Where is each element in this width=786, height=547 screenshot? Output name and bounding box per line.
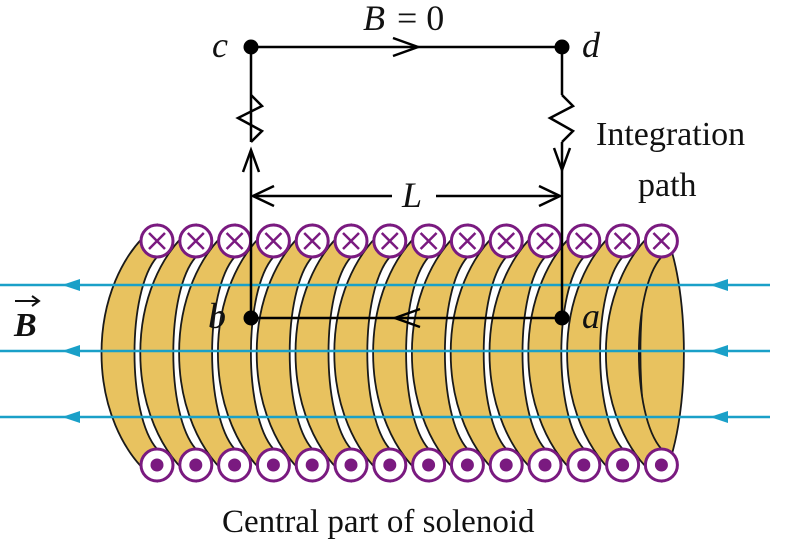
wire-out-of-page-icon — [139, 447, 175, 483]
corner-c-label: c — [212, 25, 228, 65]
arrow-ab-icon — [391, 307, 421, 329]
top-field-label: B = 0 — [363, 0, 444, 38]
integration-path — [235, 36, 576, 329]
magnetic-field-lines — [0, 279, 770, 423]
arrow-cd-icon — [392, 36, 422, 58]
field-line-bottom — [0, 411, 770, 423]
field-line-top — [0, 279, 770, 291]
wire-into-page-icon — [605, 223, 641, 259]
wire-out-of-page-icon — [372, 447, 408, 483]
wire-out-of-page-icon — [178, 447, 214, 483]
wire-out-of-page-icon — [643, 447, 679, 483]
wire-out-of-page-icon — [294, 447, 330, 483]
wire-into-page-icon — [527, 223, 563, 259]
length-dimension — [250, 184, 563, 208]
wire-into-page-icon — [294, 223, 330, 259]
wire-out-of-page-icon — [566, 447, 602, 483]
wire-out-of-page-icon — [411, 447, 447, 483]
wire-into-page-icon — [411, 223, 447, 259]
wire-into-page-icon — [566, 223, 602, 259]
corner-a-label: a — [582, 296, 600, 336]
wire-out-of-page-icon — [217, 447, 253, 483]
wire-into-page-icon — [217, 223, 253, 259]
wire-into-page-icon — [488, 223, 524, 259]
break-right-icon — [547, 94, 576, 143]
break-left-icon — [235, 94, 265, 143]
solenoid-coil — [100, 223, 685, 483]
field-line-middle — [0, 345, 770, 357]
corner-c-dot — [243, 39, 259, 55]
caption: Central part of solenoid — [222, 504, 535, 540]
b-vector-symbol: B — [13, 307, 37, 344]
wire-into-page-icon — [255, 223, 291, 259]
length-label: L — [401, 175, 422, 215]
wire-out-of-page-icon — [255, 447, 291, 483]
top-field-equals: = 0 — [397, 0, 444, 38]
wire-out-of-page-icon — [605, 447, 641, 483]
arrow-da-icon — [552, 147, 572, 174]
integration-label-line1: Integration — [596, 116, 745, 153]
corner-d-label: d — [582, 25, 601, 65]
corner-d-dot — [554, 39, 570, 55]
wire-into-page-icon — [643, 223, 679, 259]
wire-out-of-page-icon — [333, 447, 369, 483]
wire-into-page-icon — [178, 223, 214, 259]
wire-into-page-icon — [139, 223, 175, 259]
wire-out-of-page-icon — [449, 447, 485, 483]
wire-into-page-icon — [333, 223, 369, 259]
wire-out-of-page-icon — [527, 447, 563, 483]
vector-arrow-icon — [15, 295, 41, 307]
corner-b-label: b — [208, 296, 226, 336]
integration-label-line2: path — [638, 167, 697, 204]
corner-b-dot — [243, 310, 259, 326]
wire-into-page-icon — [449, 223, 485, 259]
top-field-symbol: B — [363, 0, 385, 38]
wire-into-page-icon — [372, 223, 408, 259]
b-vector-label: B — [13, 295, 41, 344]
arrow-bc-icon — [241, 146, 261, 173]
corner-a-dot — [554, 310, 570, 326]
wire-out-of-page-icon — [488, 447, 524, 483]
